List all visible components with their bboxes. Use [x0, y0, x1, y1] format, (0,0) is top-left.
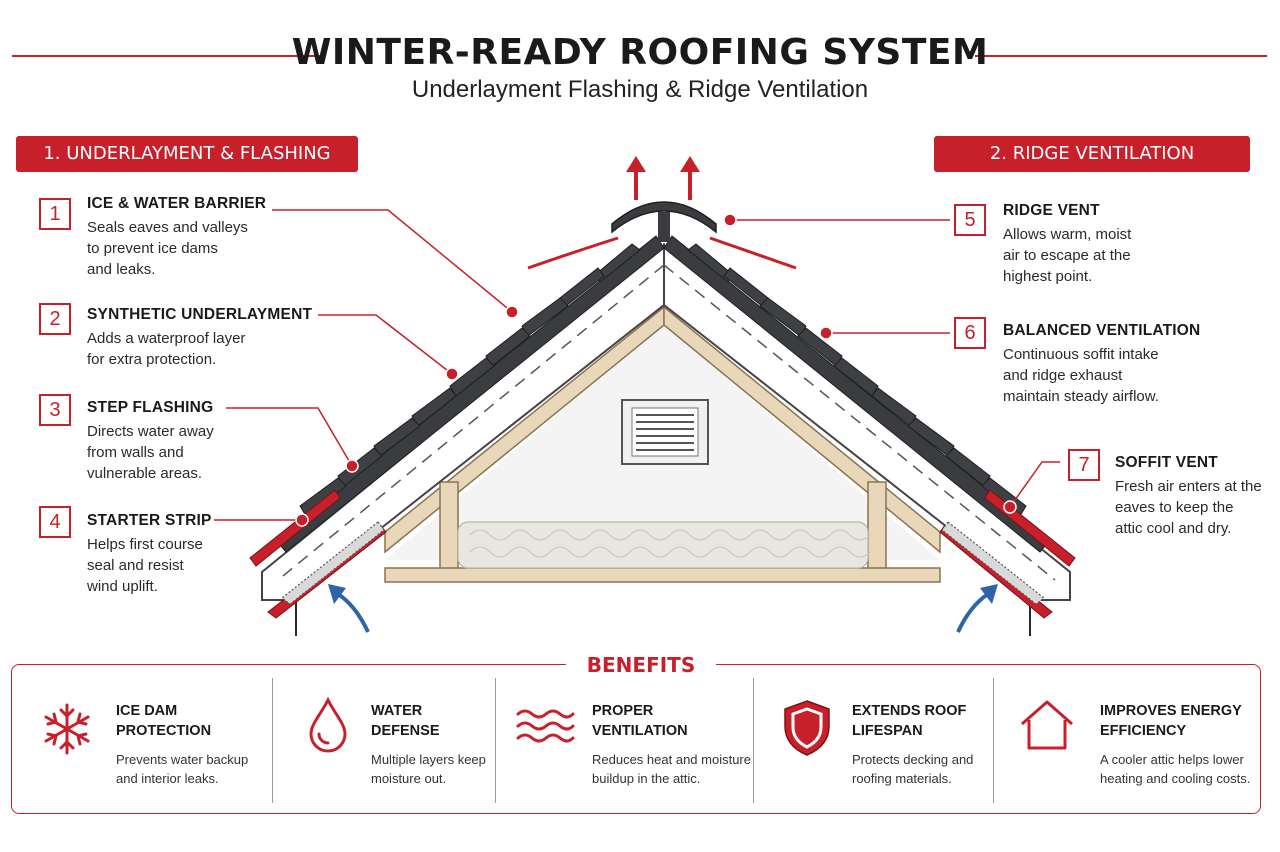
callout-title-starter-strip: STARTER STRIP	[87, 512, 212, 529]
gable-vent	[621, 399, 709, 465]
ridge-vent-post	[658, 212, 670, 242]
page-title: WINTER-READY ROOFING SYSTEM	[291, 32, 989, 73]
callout-leader-lines	[214, 209, 1060, 521]
benefits-title: BENEFITS	[566, 653, 716, 677]
post-right	[867, 481, 887, 571]
callout-number-2: 2	[39, 303, 71, 335]
exhaust-airflow-arrows	[527, 156, 797, 270]
ceiling-joist	[384, 567, 941, 583]
shield-icon	[784, 700, 830, 756]
attic-insulation	[457, 521, 869, 569]
ice-water-strip-left	[249, 489, 341, 567]
snowflake-icon	[44, 703, 90, 755]
benefit-divider	[495, 678, 496, 803]
callout-number-6: 6	[954, 317, 986, 349]
intake-airflow-arrows	[328, 584, 998, 633]
callout-number-4: 4	[39, 506, 71, 538]
callout-title-ridge-vent: RIDGE VENT	[1003, 202, 1100, 219]
callout-title-ice-water-barrier: ICE & WATER BARRIER	[87, 195, 267, 212]
callout-title-soffit-vent: SOFFIT VENT	[1115, 454, 1218, 471]
callout-number-7: 7	[1068, 449, 1100, 481]
ridge-vent-cap	[611, 201, 717, 234]
benefit-divider	[993, 678, 994, 803]
section-tag-underlayment: 1. UNDERLAYMENT & FLASHING	[16, 136, 358, 172]
benefit-divider	[753, 678, 754, 803]
water-drop-icon	[309, 696, 347, 753]
airflow-waves-icon	[516, 709, 575, 743]
callout-number-3: 3	[39, 394, 71, 426]
house-icon	[1021, 700, 1073, 750]
section-tag-ridge-ventilation: 2. RIDGE VENTILATION	[934, 136, 1250, 172]
shingle-courses-left	[299, 243, 641, 517]
callout-anchor-dots	[295, 213, 1017, 527]
soffit-vent-left	[281, 521, 385, 605]
callout-title-step-flashing: STEP FLASHING	[87, 399, 214, 416]
underlayment-lines	[277, 264, 1056, 581]
shingle-courses-right	[687, 243, 1027, 517]
exterior-walls	[295, 600, 1031, 636]
title-rule-right	[975, 55, 1267, 57]
callout-number-1: 1	[39, 198, 71, 230]
post-left	[439, 481, 459, 571]
page-subtitle: Underlayment Flashing & Ridge Ventilatio…	[411, 76, 869, 103]
insulation-texture	[469, 529, 871, 558]
shingles-right	[663, 235, 1051, 553]
callout-title-synthetic-underlayment: SYNTHETIC UNDERLAYMENT	[87, 306, 313, 323]
callout-number-5: 5	[954, 204, 986, 236]
benefit-divider	[272, 678, 273, 803]
title-rule-left	[12, 55, 320, 57]
callout-title-balanced-ventilation: BALANCED VENTILATION	[1003, 322, 1201, 339]
soffit-vent-right	[941, 521, 1045, 605]
